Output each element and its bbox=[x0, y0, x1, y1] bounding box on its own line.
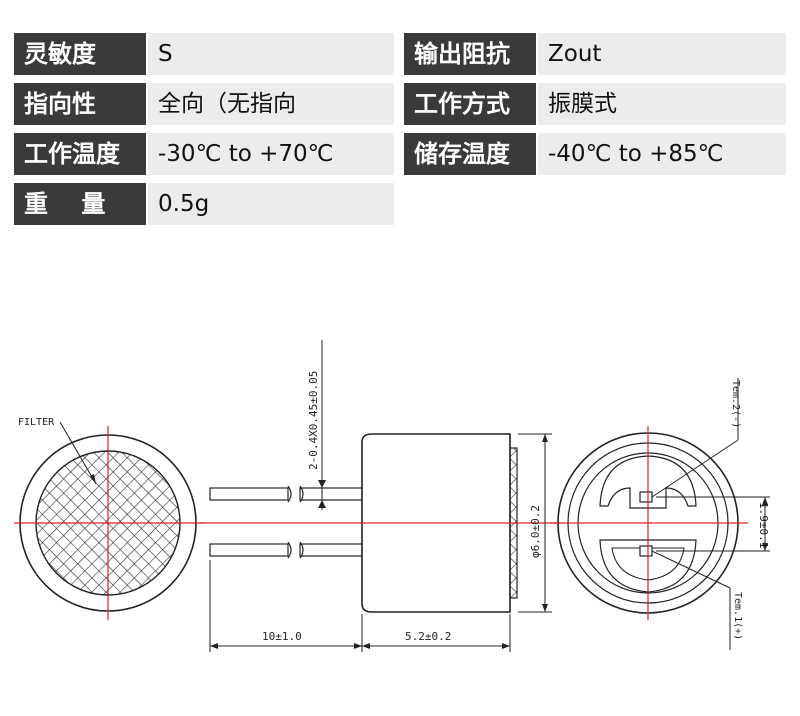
mechanical-drawing: FILTER 2-0.4X0.45±0.05 10±1.0 bbox=[14, 340, 770, 652]
sensitivity-label: 灵敏度 bbox=[14, 33, 146, 75]
term1-leader bbox=[651, 550, 731, 589]
filter-leader-arrow bbox=[90, 474, 96, 484]
front-view: FILTER bbox=[14, 417, 204, 620]
output-impedance-value: Zout bbox=[538, 33, 786, 75]
filter-leader-line bbox=[59, 421, 97, 485]
pin-upper-right bbox=[299, 487, 363, 501]
filter-label: FILTER bbox=[18, 417, 55, 428]
working-mode-label: 工作方式 bbox=[404, 83, 536, 125]
operating-temp-label: 工作温度 bbox=[14, 133, 146, 175]
lead-length-label: 10±1.0 bbox=[262, 630, 302, 643]
directivity-label: 指向性 bbox=[14, 83, 146, 125]
side-view: 2-0.4X0.45±0.05 10±1.0 5.2±0.2 φ6.0±0.2 bbox=[200, 340, 560, 652]
pin-lower-right bbox=[299, 543, 363, 557]
pin-spacing-label: 1.9±0.1 bbox=[757, 502, 770, 548]
pin-upper-left bbox=[209, 487, 289, 501]
working-mode-value: 振膜式 bbox=[538, 83, 786, 125]
terminal-2-solder-point bbox=[639, 491, 653, 503]
spec-table: 灵敏度 S 输出阻抗 Zout 指向性 全向（无指向 工作方式 振膜式 工作温度… bbox=[14, 33, 786, 233]
spec-row-directivity: 指向性 全向（无指向 工作方式 振膜式 bbox=[14, 83, 786, 125]
pin-size-label: 2-0.4X0.45±0.05 bbox=[307, 371, 320, 470]
pin-lower-left bbox=[209, 543, 289, 557]
term1-label: Tem.1(+) bbox=[732, 592, 743, 640]
sensitivity-value: S bbox=[148, 33, 394, 75]
term2-leader bbox=[651, 439, 739, 498]
terminal-1-solder-point bbox=[639, 545, 653, 557]
spec-row-temperature: 工作温度 -30℃ to +70℃ 储存温度 -40℃ to +85℃ bbox=[14, 133, 786, 175]
diameter-label: φ6.0±0.2 bbox=[529, 505, 542, 558]
output-impedance-label: 输出阻抗 bbox=[404, 33, 536, 75]
operating-temp-value: -30℃ to +70℃ bbox=[148, 133, 394, 175]
storage-temp-label: 储存温度 bbox=[404, 133, 536, 175]
spec-row-sensitivity: 灵敏度 S 输出阻抗 Zout bbox=[14, 33, 786, 75]
term2-label: Tem.2(-) bbox=[730, 380, 741, 428]
body-length-label: 5.2±0.2 bbox=[405, 630, 451, 643]
back-view: 1.9±0.1 Tem.2(-) Tem.1(+) bbox=[550, 378, 770, 650]
weight-value: 0.5g bbox=[148, 183, 394, 225]
weight-label: 重 量 bbox=[14, 183, 146, 225]
spec-row-weight: 重 量 0.5g bbox=[14, 183, 786, 225]
storage-temp-value: -40℃ to +85℃ bbox=[538, 133, 786, 175]
directivity-value: 全向（无指向 bbox=[148, 83, 394, 125]
